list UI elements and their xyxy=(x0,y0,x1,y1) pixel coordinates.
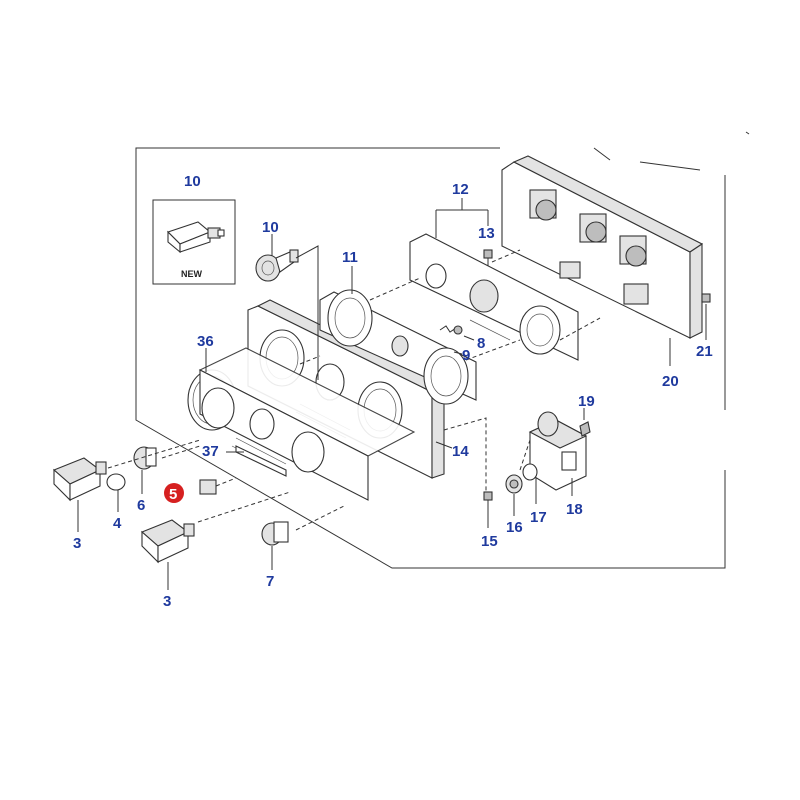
label-part-5: 5 xyxy=(169,486,177,503)
label-part-10: 10 xyxy=(262,219,279,236)
spring-8-icon xyxy=(439,325,463,335)
label-part-15: 15 xyxy=(481,533,498,550)
label-part-11: 11 xyxy=(342,249,358,266)
knob-7-icon xyxy=(261,521,289,546)
new-badge: NEW xyxy=(181,269,203,279)
label-part-3-lower: 3 xyxy=(163,593,171,610)
knob-3-lower-icon xyxy=(140,519,195,564)
assembly-frame xyxy=(135,131,750,569)
screw-21-icon xyxy=(701,293,711,303)
screw-13-icon xyxy=(483,249,493,266)
knob-6-icon xyxy=(133,446,157,470)
label-part-3-upper: 3 xyxy=(73,535,81,552)
part-5-highlight-marker xyxy=(164,483,184,503)
label-part-17: 17 xyxy=(530,509,547,526)
label-part-13: 13 xyxy=(478,225,495,242)
clip-15-icon xyxy=(483,491,493,501)
label-part-6: 6 xyxy=(137,497,145,514)
label-part-37: 37 xyxy=(202,443,219,460)
label-part-10-new: 10 xyxy=(184,173,201,190)
leader-lines xyxy=(77,198,707,590)
label-part-12: 12 xyxy=(452,181,469,198)
knob-10-icon xyxy=(255,249,299,282)
label-part-9: 9 xyxy=(462,347,470,364)
control-housing-20 xyxy=(501,155,704,339)
label-part-20: 20 xyxy=(662,373,679,390)
label-part-18: 18 xyxy=(566,501,583,518)
label-part-16: 16 xyxy=(506,519,523,536)
blower-switch-18 xyxy=(528,411,588,491)
label-part-4: 4 xyxy=(113,515,122,532)
trim-panel xyxy=(198,347,416,501)
label-part-7: 7 xyxy=(266,573,274,590)
label-part-36: 36 xyxy=(197,333,214,350)
insert-5-icon xyxy=(199,479,217,495)
cap-4-icon xyxy=(106,473,126,491)
bulb-17-icon xyxy=(522,463,538,481)
part-labels: 10 10 11 12 13 36 8 9 37 14 19 21 20 18 … xyxy=(73,173,713,610)
clip-19-icon xyxy=(579,421,591,437)
knob-new-icon xyxy=(166,221,225,254)
rear-panel-12 xyxy=(409,233,579,361)
label-part-19: 19 xyxy=(578,393,595,410)
panel-11 xyxy=(319,289,477,405)
linkage-bar-37 xyxy=(235,445,287,477)
knob-3-upper-icon xyxy=(52,457,107,502)
new-part-inset: NEW xyxy=(152,199,236,285)
bulb-socket-16-icon xyxy=(505,474,523,494)
label-part-14: 14 xyxy=(452,443,469,460)
label-part-21: 21 xyxy=(696,343,713,360)
label-part-8: 8 xyxy=(477,335,485,352)
